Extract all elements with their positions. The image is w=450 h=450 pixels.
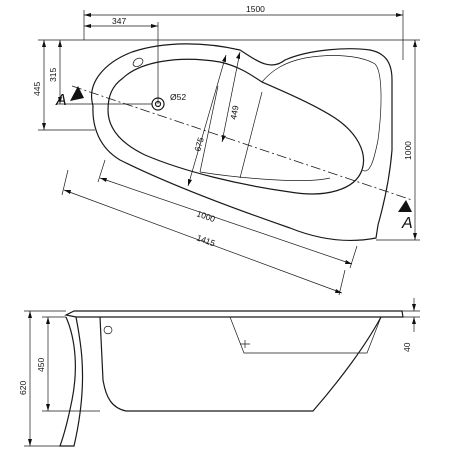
side-inner-profile [229, 316, 382, 354]
basin-step-right [239, 91, 263, 179]
dim-tub-depth: 450 [36, 316, 100, 412]
side-view: 620 450 40 [18, 298, 420, 447]
dim-drain-offset: 347 [84, 16, 159, 104]
dim-total-width: 1500 [83, 4, 404, 40]
overflow-slot [132, 57, 144, 67]
dim-inner-length: 675 [187, 54, 227, 187]
tub-headrest-line [261, 55, 382, 172]
dim-rim-height-label: 40 [402, 342, 412, 352]
dim-overall-height-label: 620 [18, 381, 28, 395]
side-support-leg [59, 316, 84, 447]
side-drain-detail [240, 340, 250, 348]
basin-floor-line [199, 171, 331, 181]
tub-inner-basin [107, 58, 365, 195]
dim-left-height-label: 445 [32, 82, 42, 96]
side-outer-contour [99, 316, 382, 412]
basin-step-left [199, 85, 219, 173]
dim-total-width-label: 1500 [246, 4, 265, 14]
dim-left-height: 445 [32, 39, 95, 131]
dim-inner-width-label: 449 [228, 104, 241, 120]
dim-total-depth-label: 1000 [403, 141, 413, 160]
dim-inner-length-label: 675 [192, 136, 206, 153]
section-line-a-a [71, 85, 413, 201]
dim-tub-depth-label: 450 [36, 358, 46, 372]
side-overflow-detail [103, 325, 113, 335]
dim-total-depth: 1000 [376, 39, 420, 241]
dim-rim-height: 40 [402, 298, 420, 352]
plan-extension-lines [84, 39, 404, 60]
dim-drain-height-label: 315 [48, 68, 58, 82]
side-rim [64, 310, 404, 318]
section-mark-right-arrow [398, 200, 412, 212]
section-mark-right-label: A [401, 215, 413, 232]
dim-axis-length-label: 1000 [195, 208, 216, 224]
dim-inner-width: 449 [221, 51, 241, 143]
tub-outer-contour [91, 43, 393, 241]
dim-diagonal-length-label: 1415 [195, 232, 216, 248]
plan-view: Ø52 A A 1500 347 445 315 [32, 4, 420, 296]
dim-overall-height: 620 [18, 310, 66, 447]
dim-drain-height: 315 [48, 40, 152, 105]
section-mark-left-arrow [70, 86, 84, 101]
dim-drain-offset-label: 347 [112, 16, 126, 26]
drain-diameter-label: Ø52 [170, 92, 186, 102]
dim-axis-length: 1000 [97, 159, 358, 269]
